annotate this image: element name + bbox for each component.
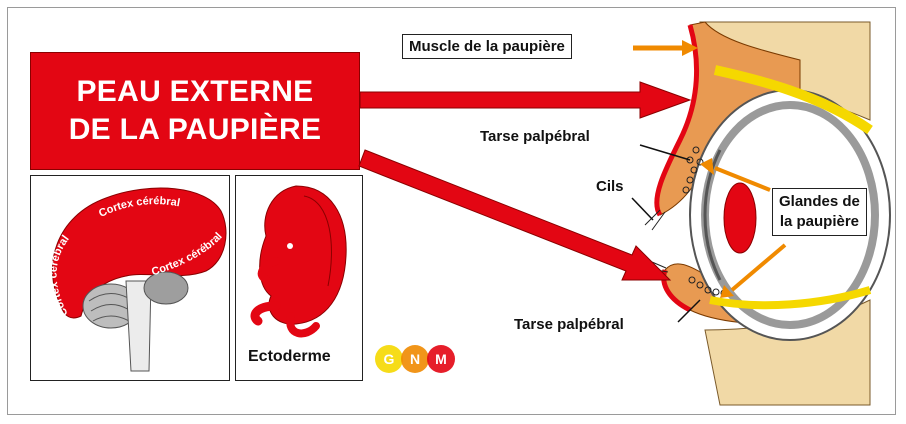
brain-illustration: Cortex cérébral Cortex cérébral Cortex c… (48, 187, 227, 372)
glandes-label-line1: Glandes de (779, 193, 860, 210)
title-line-2: DE LA PAUPIÈRE (68, 113, 322, 146)
glandes-label-line2: la paupière (779, 213, 860, 230)
muscle-label: Muscle de la paupière (402, 34, 572, 59)
title-line-1: PEAU EXTERNE (76, 75, 314, 108)
embryo-panel: Ectoderme (235, 175, 363, 381)
logo-letter-n: N (410, 351, 420, 367)
glandes-label: Glandes de la paupière (772, 188, 867, 236)
tarse-label-bottom: Tarse palpébral (514, 316, 624, 333)
gnm-logo: G N M (372, 342, 472, 376)
title-box: PEAU EXTERNE DE LA PAUPIÈRE (30, 52, 360, 170)
brain-panel: Cortex cérébral Cortex cérébral Cortex c… (30, 175, 230, 381)
embryo-illustration (250, 185, 347, 338)
logo-letter-g: G (384, 351, 395, 367)
logo-letter-m: M (435, 351, 447, 367)
ectoderme-label: Ectoderme (248, 348, 331, 365)
cils-label: Cils (596, 178, 624, 195)
tarse-label-top: Tarse palpébral (480, 128, 590, 145)
